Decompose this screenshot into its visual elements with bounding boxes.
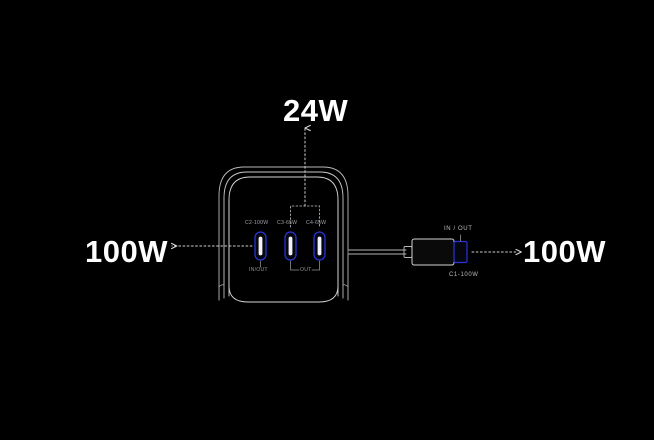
connector-flow-label: IN / OUT (444, 226, 473, 232)
flow-label-out: OUT (300, 267, 312, 273)
usb-c-port-c4[interactable] (313, 231, 326, 261)
charger-body-outline (218, 166, 349, 301)
port-label-c3: C3-65W (277, 220, 298, 226)
power-label-top: 24W (283, 93, 349, 128)
power-label-right: 100W (523, 234, 606, 269)
connector-name-label: C1-100W (449, 272, 479, 278)
port-label-c4: C4-65W (306, 220, 327, 226)
charger-side-ribs (218, 284, 349, 301)
cable-strain-relief (403, 246, 413, 258)
charger-front-face (228, 199, 339, 303)
power-label-left: 100W (85, 234, 168, 269)
usb-c-connector-body[interactable] (411, 238, 455, 266)
usb-c-connector-tip (453, 240, 468, 264)
flow-bracket-out (290, 260, 320, 271)
usb-c-port-c3[interactable] (284, 231, 297, 261)
usb-c-port-c2[interactable] (254, 231, 267, 261)
usb-c-cable (347, 249, 407, 255)
port-label-c2: C2-100W (245, 220, 269, 226)
flow-label-in-out: IN/OUT (249, 267, 268, 273)
